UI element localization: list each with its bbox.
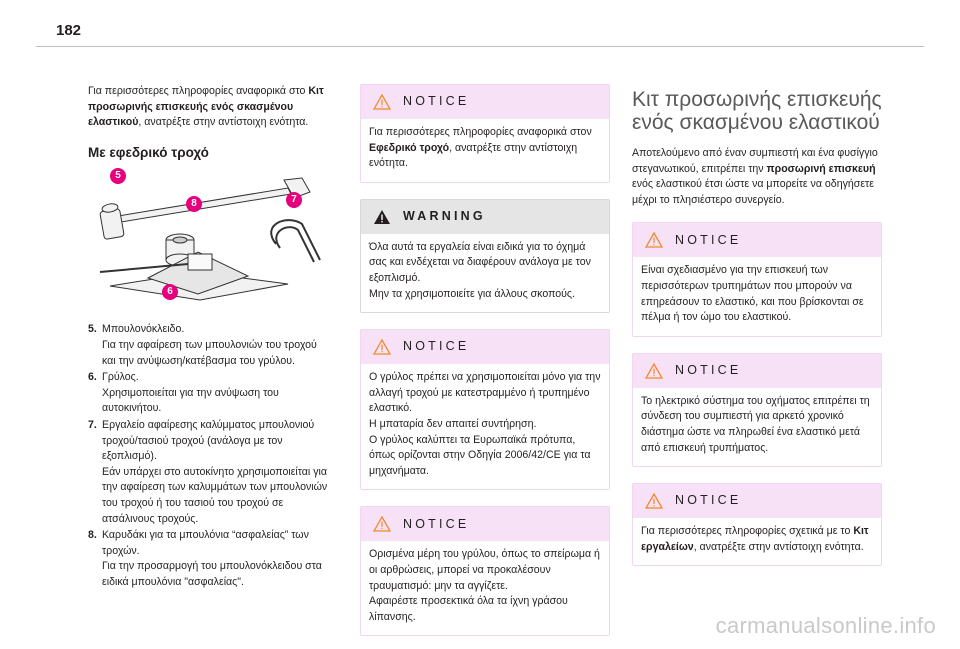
notice-box: NOTICE Είναι σχεδιασμένο για την επισκευ… — [632, 222, 882, 337]
tools-illustration: 5 8 7 6 — [88, 168, 328, 308]
caution-triangle-outline-icon — [645, 232, 663, 249]
list-item: 7.Εργαλείο αφαίρεσης καλύμματος μπουλονι… — [88, 418, 328, 525]
notice-box: NOTICE Το ηλεκτρικό σύστημα του οχήματος… — [632, 352, 882, 468]
caution-triangle-outline-icon — [645, 493, 663, 509]
warning-header: WARNING — [361, 199, 609, 234]
watermark: carmanualsonline.info — [715, 613, 936, 638]
notice-label: NOTICE — [675, 493, 742, 508]
intro-text-end: , ανατρέξτε στην αντίστοιχη ενότητα. — [138, 116, 309, 129]
column-right: Κιτ προσωρινής επισκευής ενός σκασμένου … — [632, 88, 882, 582]
warning-label: WARNING — [403, 208, 486, 223]
list-item: 5.Μπουλονόκλειδο. Για την αφαίρεση των μ… — [88, 323, 317, 367]
warning-triangle-filled-icon — [374, 209, 390, 224]
intro-paragraph: Αποτελούμενο από έναν συμπιεστή και ένα … — [632, 147, 878, 206]
callout-8: 8 — [186, 196, 202, 213]
warning-body: Όλα αυτά τα εργαλεία είναι ειδικά για το… — [361, 233, 609, 313]
header-divider — [36, 46, 924, 47]
list-item: 6.Γρύλος. Χρησιμοποιείται για την ανύψωσ… — [88, 371, 279, 415]
notice-label: NOTICE — [675, 232, 742, 247]
callout-5: 5 — [110, 168, 126, 185]
list-item: 8.Καρυδάκι για τα μπουλόνια “ασφαλείας” … — [88, 529, 322, 588]
notice-header: NOTICE — [361, 507, 609, 542]
page-number: 182 — [56, 22, 82, 39]
callout-6: 6 — [162, 284, 178, 301]
notice-body: Είναι σχεδιασμένο για την επισκευή των π… — [633, 257, 881, 336]
notice-label: NOTICE — [403, 516, 470, 531]
notice-label: NOTICE — [403, 94, 470, 109]
notice-box: NOTICE Ο γρύλος πρέπει να χρησιμοποιείτα… — [360, 329, 610, 491]
caution-triangle-outline-icon — [373, 94, 391, 110]
notice-header: NOTICE — [633, 484, 881, 519]
notice-box: NOTICE Για περισσότερες πληροφορίες σχετ… — [632, 483, 882, 567]
jack-drawing — [99, 251, 289, 301]
notice-body: Ορισμένα μέρη του γρύλου, όπως το σπείρω… — [361, 541, 609, 636]
notice-label: NOTICE — [675, 362, 742, 377]
notice-body: Ο γρύλος πρέπει να χρησιμοποιείται μόνο … — [361, 364, 609, 490]
caution-triangle-outline-icon — [373, 339, 391, 355]
intro-bold: Κιτ προσωρινής επισκευής ενός σκασμένου … — [88, 85, 324, 129]
notice-body: Για περισσότερες πληροφορίες αναφορικά σ… — [361, 119, 609, 182]
tools-list: 5.Μπουλονόκλειδο. Για την αφαίρεση των μ… — [88, 322, 328, 590]
locking-socket-drawing — [165, 233, 195, 267]
notice-body: Για περισσότερες πληροφορίες σχετικά με … — [633, 518, 881, 566]
column-middle: NOTICE Για περισσότερες πληροφορίες αναφ… — [360, 84, 610, 649]
warning-box: WARNING Όλα αυτά τα εργαλεία είναι ειδικ… — [360, 198, 610, 314]
notice-box: NOTICE Για περισσότερες πληροφορίες αναφ… — [360, 84, 610, 183]
notice-box: NOTICE Ορισμένα μέρη του γρύλου, όπως το… — [360, 506, 610, 637]
callout-7: 7 — [286, 192, 302, 209]
caution-triangle-outline-icon — [645, 362, 663, 379]
notice-header: NOTICE — [361, 330, 609, 365]
hubcap-tool-drawing — [270, 219, 321, 263]
notice-body: Το ηλεκτρικό σύστημα του οχήματος επιτρέ… — [633, 387, 881, 467]
notice-header: NOTICE — [361, 85, 609, 119]
intro-text: Για περισσότερες πληροφορίες αναφορικά σ… — [88, 85, 309, 97]
notice-header: NOTICE — [633, 223, 881, 258]
notice-label: NOTICE — [403, 339, 470, 354]
column-left: Για περισσότερες πληροφορίες αναφορικά σ… — [88, 84, 328, 591]
caution-triangle-outline-icon — [373, 516, 391, 532]
tools-drawing — [99, 177, 321, 301]
wheel-wrench-drawing — [99, 177, 311, 240]
intro-paragraph: Για περισσότερες πληροφορίες αναφορικά σ… — [88, 84, 328, 131]
section-subheading: Με εφεδρικό τροχό — [88, 144, 209, 160]
notice-header: NOTICE — [633, 353, 881, 388]
section-title: Κιτ προσωρινής επισκευής ενός σκασμένου … — [632, 88, 882, 134]
